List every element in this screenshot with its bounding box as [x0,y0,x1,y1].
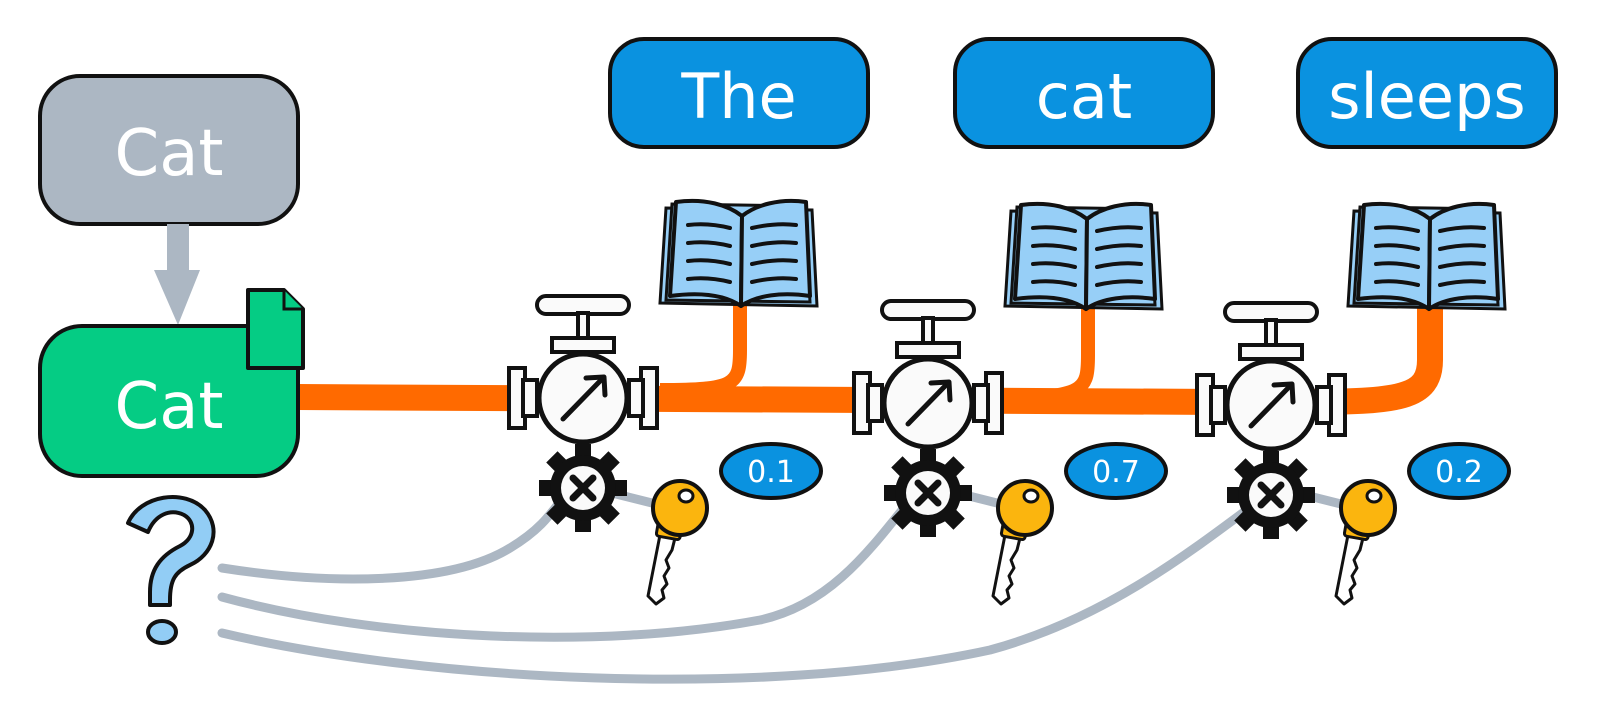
score-label: 0.1 [747,455,795,490]
valve-icon [852,299,1004,450]
stage: cat 0.7 [852,37,1215,606]
gear-x-icon [884,449,972,537]
key-icon [1334,479,1397,606]
wire-1 [217,490,570,584]
score-label: 0.7 [1092,455,1140,490]
word-box: cat [953,37,1215,149]
branch-pipe-2 [999,300,1095,405]
word-box: The [608,37,870,149]
down-arrow-icon [154,224,200,325]
stages: The 0.1 cat 0.7 sleeps 0.2 [507,37,1558,606]
stage: The 0.1 [507,37,870,606]
source-node-label: Cat [115,117,224,191]
word-label: sleeps [1328,60,1525,133]
score-badge: 0.7 [1064,442,1168,500]
score-badge: 0.2 [1407,442,1511,500]
gear-x-icon [539,444,627,532]
score-badge: 0.1 [719,442,823,500]
query-node-label: Cat [115,370,224,444]
branch-pipes [659,298,1095,405]
key-icon [991,479,1054,606]
branch-pipe-1 [659,298,747,397]
valve-icon [1195,301,1347,452]
query-node: Cat [38,288,305,478]
book-icon [1003,201,1164,311]
score-label: 0.2 [1435,455,1483,490]
source-node: Cat [38,74,300,226]
word-label: The [680,60,796,133]
wire-3 [217,495,1265,684]
document-icon [246,288,305,370]
gear-x-icon [1227,451,1315,539]
key-icon [646,479,709,606]
stage: sleeps 0.2 [1195,37,1558,606]
valve-icon [507,294,659,445]
book-icon [658,198,819,308]
wire-2 [217,495,915,642]
word-box: sleeps [1296,37,1558,149]
word-label: cat [1036,60,1132,133]
wires [217,485,1350,684]
book-icon [1346,201,1507,311]
question-mark-icon [126,495,216,645]
